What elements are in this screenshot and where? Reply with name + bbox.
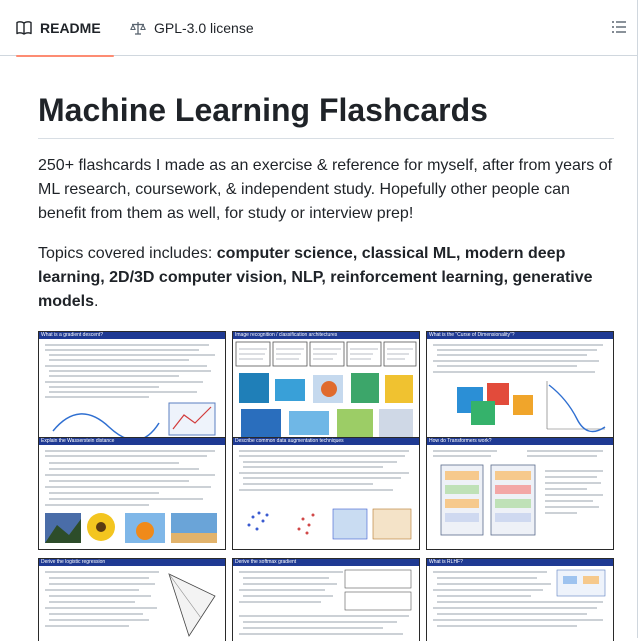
tab-license[interactable]: GPL-3.0 license (130, 0, 254, 56)
flashcard-thumbnail[interactable]: Derive the logistic regression (38, 558, 226, 641)
intro-paragraph: 250+ flashcards I made as an exercise & … (38, 157, 613, 222)
flashcard-title: What is the "Curse of Dimensionality"? (427, 332, 613, 339)
flashcard-thumbnail[interactable]: How do Transformers work? (426, 437, 614, 550)
flashcard-title: Describe common data augmentation techni… (233, 438, 419, 445)
table-of-contents-button[interactable] (610, 20, 628, 38)
flashcard-thumbnail[interactable]: Describe common data augmentation techni… (232, 437, 420, 550)
flashcard-thumbnail[interactable]: Derive the softmax gradient (232, 558, 420, 641)
flashcard-thumbnail[interactable]: What is a gradient descent? (38, 331, 226, 444)
flashcard-title: Explain the Wasserstein distance (39, 438, 225, 445)
flashcard-preview (45, 344, 216, 441)
flashcard-title: What is RLHF? (427, 559, 613, 566)
flashcard-thumbnail[interactable]: What is the "Curse of Dimensionality"? (426, 331, 614, 444)
tab-license-label: GPL-3.0 license (154, 20, 254, 36)
flashcard-preview (239, 450, 412, 540)
readme-tab-bar: README GPL-3.0 license (0, 0, 638, 57)
tab-readme[interactable]: README (16, 0, 114, 57)
flashcard-title: Derive the logistic regression (39, 559, 225, 566)
topics-prefix: Topics covered includes: (38, 245, 217, 262)
tab-readme-label: README (40, 20, 101, 36)
flashcard-preview (239, 569, 412, 635)
flashcard-thumbnail[interactable]: Image recognition / classification archi… (232, 331, 420, 444)
scale-icon (130, 20, 146, 36)
flashcard-preview (433, 450, 603, 536)
flashcard-preview (235, 341, 417, 437)
flashcard-title: Image recognition / classification archi… (233, 332, 419, 339)
topics-suffix: . (94, 293, 99, 310)
title-divider (38, 138, 614, 139)
flashcard-preview (45, 450, 217, 543)
active-tab-indicator (16, 55, 114, 57)
flashcard-preview-grid: What is a gradient descent? Image recogn… (38, 331, 614, 641)
topics-list: computer science, classical ML, modern d… (38, 245, 593, 310)
flashcard-title: How do Transformers work? (427, 438, 613, 445)
flashcard-preview (45, 571, 216, 637)
topics-paragraph: Topics covered includes: computer scienc… (38, 242, 614, 314)
flashcard-title: What is a gradient descent? (39, 332, 225, 339)
flashcard-thumbnail[interactable]: Explain the Wasserstein distance (38, 437, 226, 550)
list-unordered-icon (611, 19, 627, 40)
flashcard-title: Derive the softmax gradient (233, 559, 419, 566)
page-title: Machine Learning Flashcards (38, 92, 488, 128)
flashcard-preview (433, 344, 606, 433)
flashcard-preview (433, 569, 606, 627)
flashcard-thumbnail[interactable]: What is RLHF? (426, 558, 614, 641)
book-icon (16, 20, 32, 36)
